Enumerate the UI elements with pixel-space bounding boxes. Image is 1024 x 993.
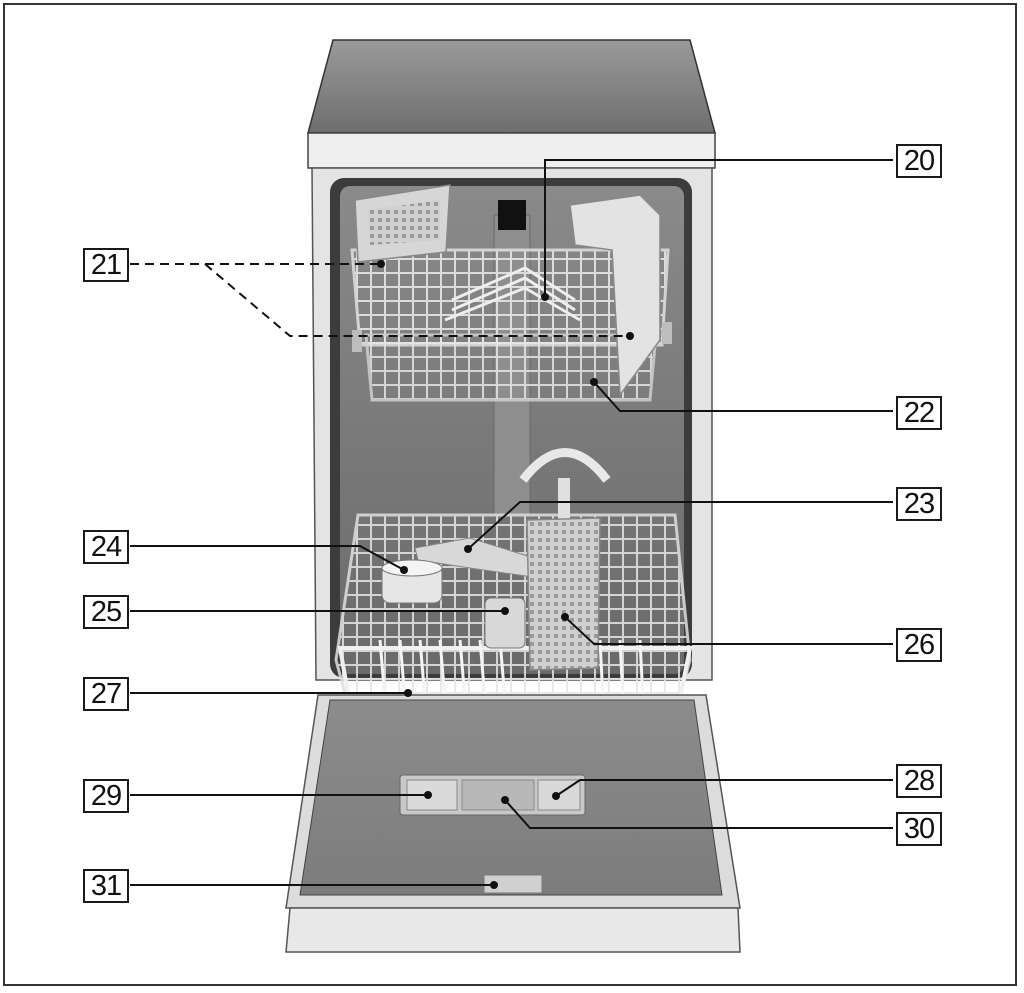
leader-lines [130,159,893,886]
callout-23: 23 [896,487,942,521]
callout-29: 29 [83,779,129,813]
callout-27: 27 [83,677,129,711]
upper-basket [350,184,672,402]
callout-30: 30 [896,812,942,846]
worktop [307,39,716,169]
callout-20: 20 [896,144,942,178]
callout-25: 25 [83,595,129,629]
callout-22: 22 [896,396,942,430]
leader-dots [377,260,634,889]
callout-31: 31 [83,869,129,903]
callout-26: 26 [896,628,942,662]
callout-24: 24 [83,530,129,564]
callout-21: 21 [83,248,129,282]
lower-basket [334,448,693,758]
callout-28: 28 [896,764,942,798]
open-door [285,694,741,953]
